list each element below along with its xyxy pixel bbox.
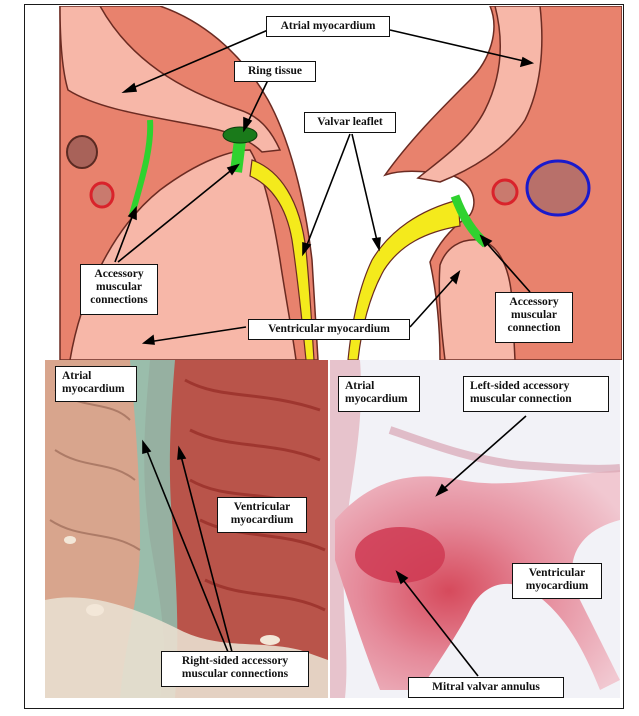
label-atrial-myocardium-bottom-left: Atrial myocardium bbox=[55, 366, 137, 402]
label-ring-tissue: Ring tissue bbox=[234, 61, 316, 82]
label-right-sided-accessory-connections: Right-sided accessory muscular connectio… bbox=[161, 651, 309, 687]
label-atrial-myocardium-bottom-right: Atrial myocardium bbox=[338, 376, 420, 412]
label-atrial-myocardium-top: Atrial myocardium bbox=[266, 16, 390, 37]
label-mitral-valvar-annulus: Mitral valvar annulus bbox=[408, 677, 564, 698]
figure-frame bbox=[24, 4, 624, 709]
label-ventricular-myocardium-bottom-right: Ventricular myocardium bbox=[512, 563, 602, 599]
label-valvar-leaflet: Valvar leaflet bbox=[304, 112, 396, 133]
label-ventricular-myocardium-top: Ventricular myocardium bbox=[248, 319, 410, 340]
label-accessory-connection-right: Accessory muscular connection bbox=[495, 292, 573, 343]
label-accessory-connections-left: Accessory muscular connections bbox=[80, 264, 158, 315]
label-ventricular-myocardium-bottom-left: Ventricular myocardium bbox=[217, 497, 307, 533]
label-left-sided-accessory-connection: Left-sided accessory muscular connection bbox=[463, 376, 609, 412]
